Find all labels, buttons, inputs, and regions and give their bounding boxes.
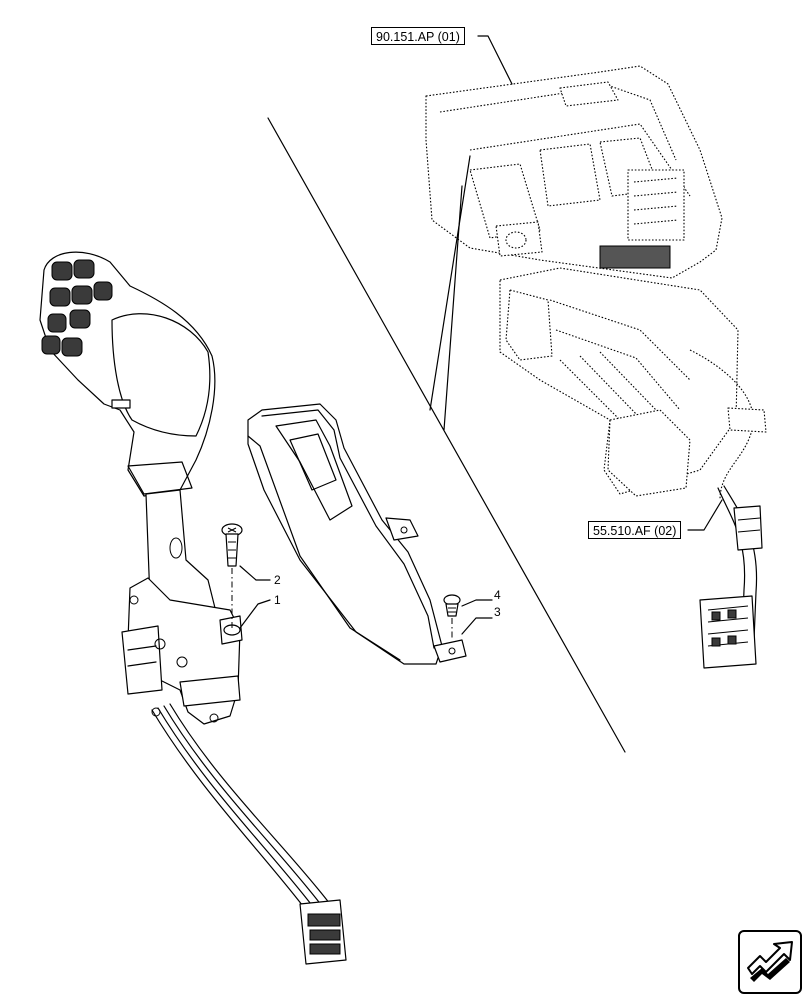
ref-bottom-leader: [687, 499, 723, 531]
reference-label-top[interactable]: 90.151.AP (01): [371, 27, 465, 45]
ref-top-leader: [477, 35, 513, 85]
back-arrow-icon[interactable]: [738, 930, 802, 994]
phantom-leader: [429, 155, 471, 411]
callout-number-2: 2: [274, 573, 281, 587]
phantom-leader-2: [443, 185, 463, 431]
callout-number-1: 1: [274, 593, 281, 607]
callout-number-3: 3: [494, 605, 501, 619]
joystick-handle-part: [39, 251, 347, 965]
reference-label-bottom[interactable]: 55.510.AF (02): [588, 521, 682, 539]
console-assembly-phantom: [425, 65, 767, 669]
separator-line: [267, 117, 626, 753]
screw-part-2: [221, 523, 243, 630]
callout-number-4: 4: [494, 588, 501, 602]
screw-part-4: [443, 594, 461, 640]
armrest-cover-part: [247, 403, 467, 665]
